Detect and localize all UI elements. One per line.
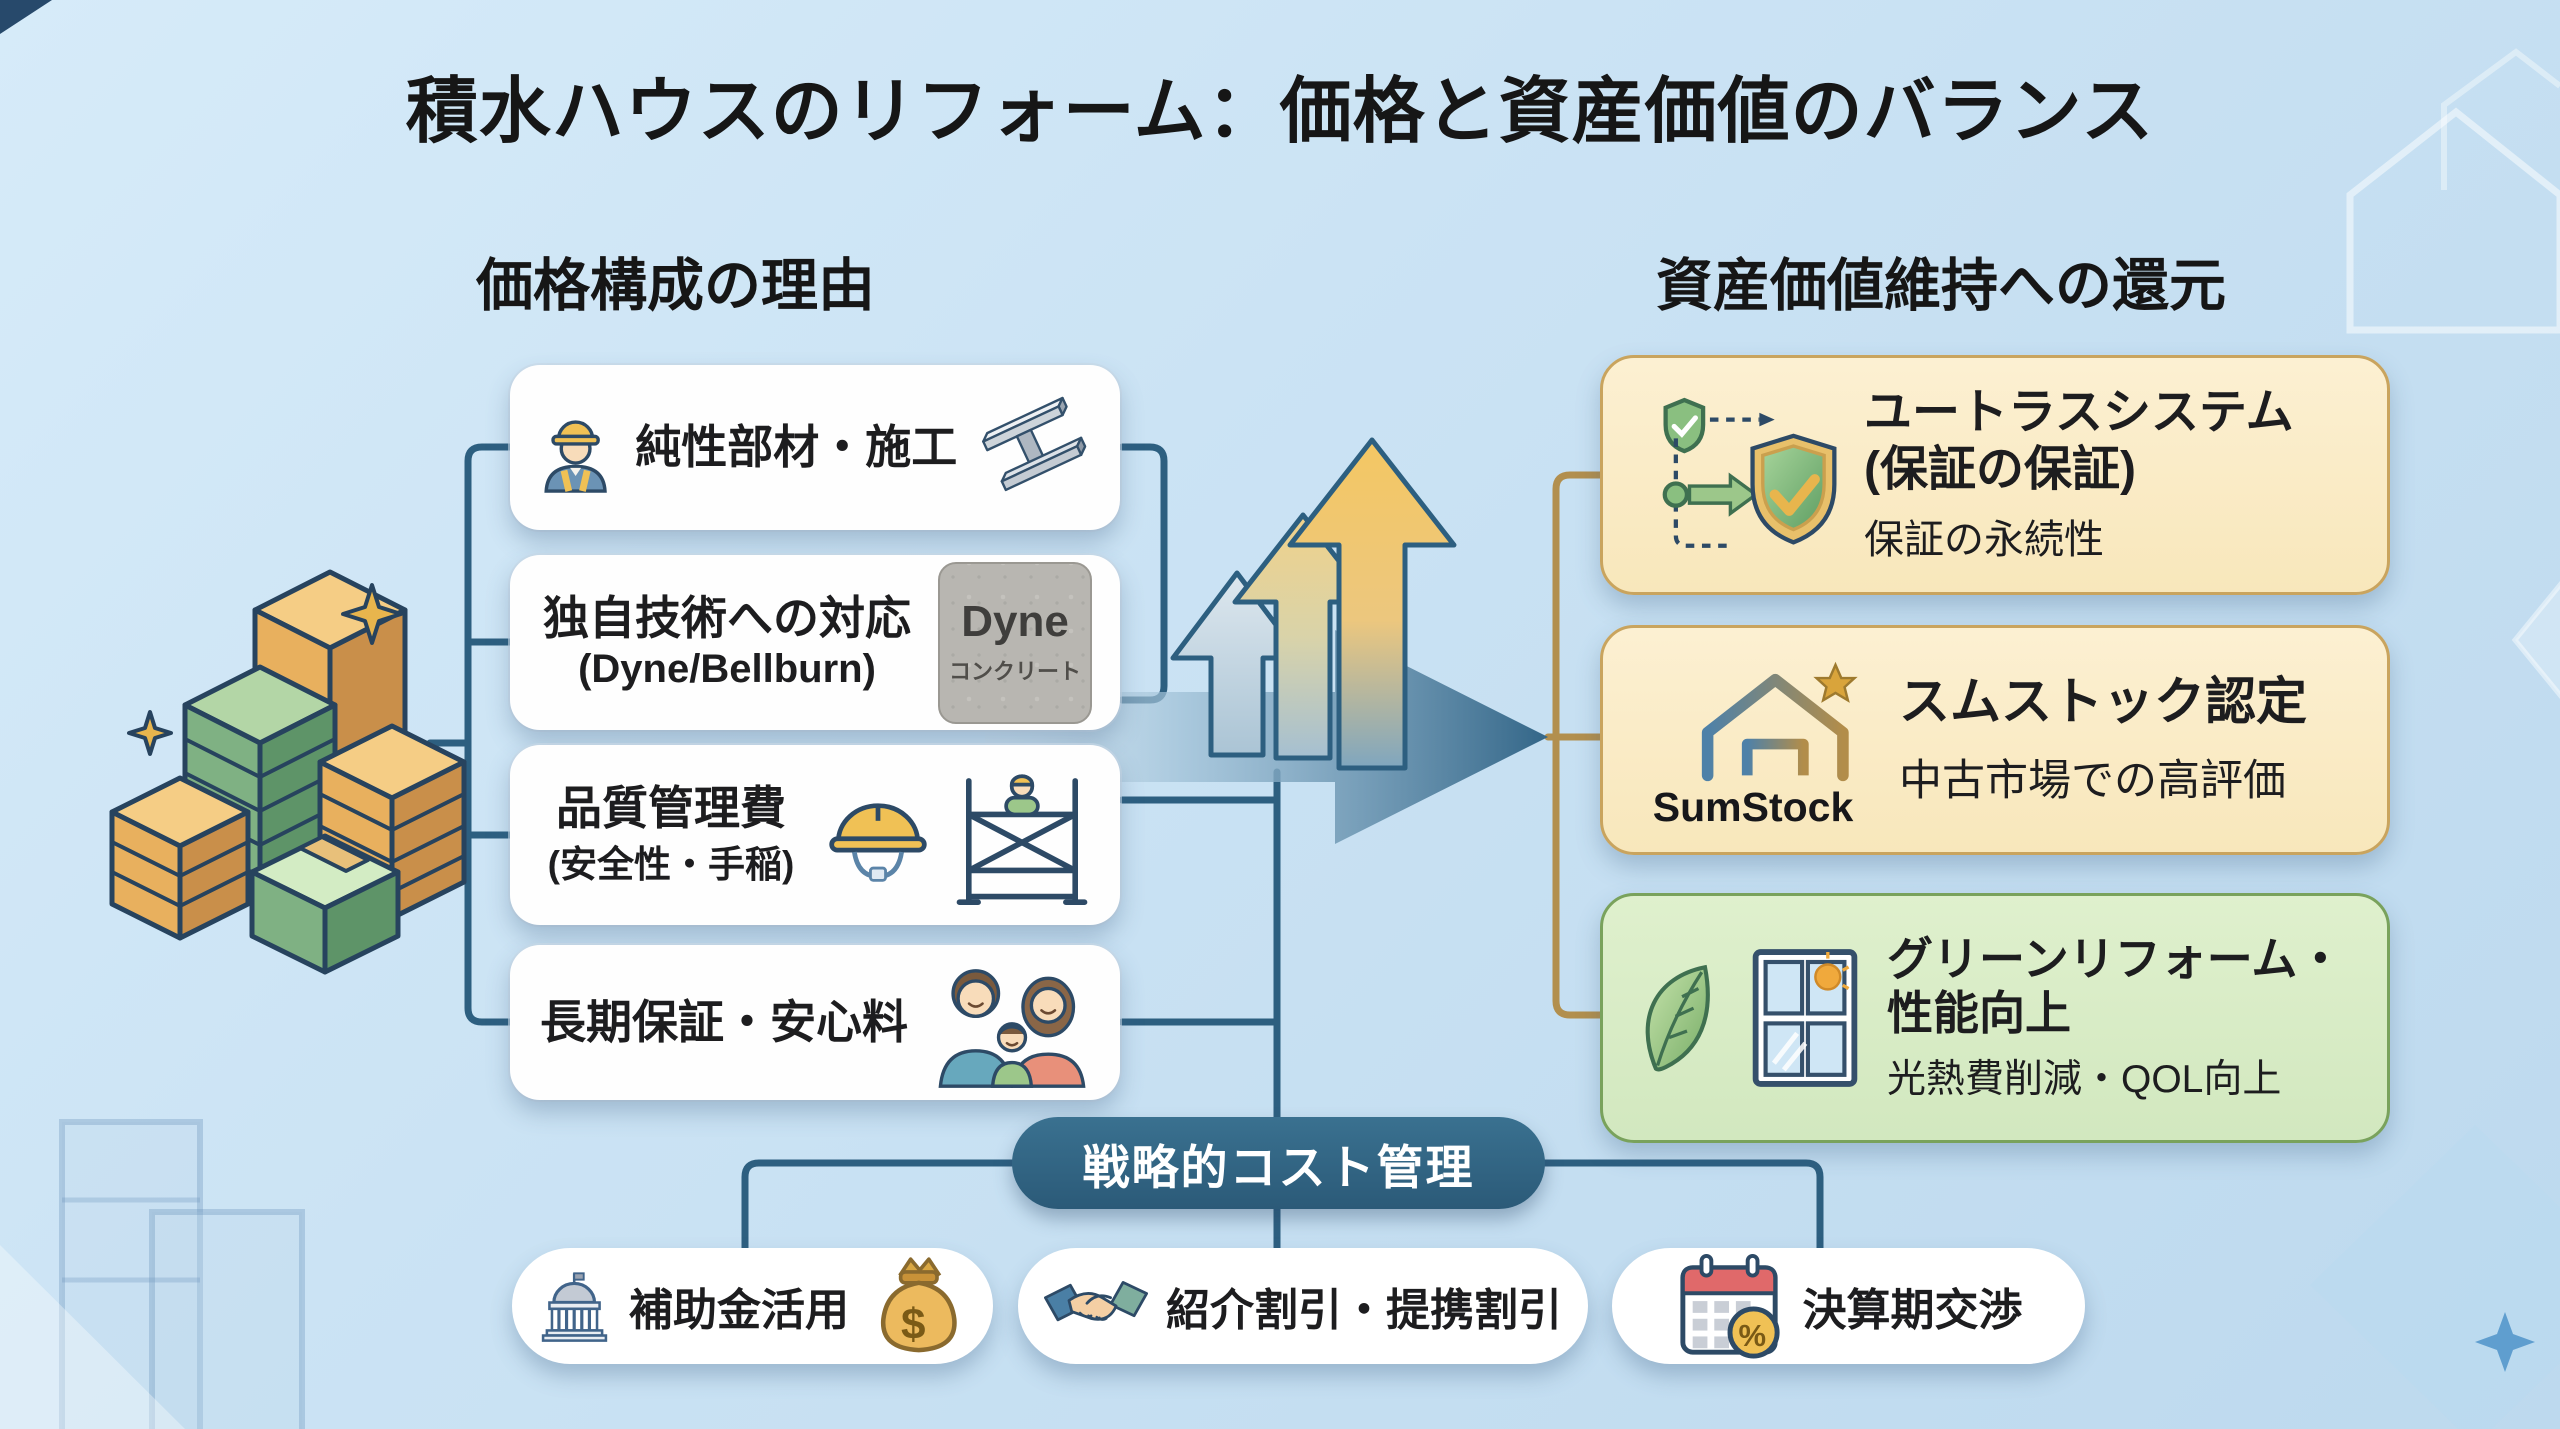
window-sun-icon [1752,949,1858,1087]
sumstock-title: スムストック認定 [1899,672,2308,730]
tactic-pill-subsidy-label: 補助金活用 [629,1286,849,1335]
tactic-pill-subsidy: 補助金活用 $ [512,1248,993,1364]
tactic-pill-referral-label: 紹介割引・提携割引 [1166,1286,1562,1335]
family-icon [938,968,1086,1088]
green-reform-subtitle: 光熱費削減・QOL向上 [1887,1058,2282,1102]
cost-box-warranty-label: 長期保証・安心料 [540,996,908,1049]
calendar-percent-symbol: % [1738,1318,1767,1353]
value-box-utrus: ユートラスシステム (保証の保証) 保証の永続性 [1600,355,2390,595]
dyne-badge-title: Dyne [961,596,1069,646]
strategic-cost-banner-label: 戦略的コスト管理 [1082,1140,1475,1194]
sumstock-logo: SumStock [1633,650,1873,831]
cost-box-technology-label: 独自技術への対応 [543,592,911,645]
tactic-pill-negotiation: % 決算期交渉 [1612,1248,2085,1364]
money-stacks-icon [109,569,467,975]
utrus-subtitle: 保証の永続性 [1864,517,2104,562]
tactic-pill-referral: 紹介割引・提携割引 [1018,1248,1588,1364]
calendar-percent-icon: % [1675,1250,1785,1362]
cost-box-technology-sublabel: (Dyne/Bellburn) [578,646,876,691]
value-box-green-reform: グリーンリフォーム・ 性能向上 光熱費削減・QOL向上 [1600,893,2390,1143]
cost-box-quality: 品質管理費 (安全性・手稲) [510,745,1120,925]
steel-beam-icon [982,396,1087,491]
cost-box-technology: 独自技術への対応 (Dyne/Bellburn) Dyne コンクリート [510,555,1120,730]
strategic-cost-banner: 戦略的コスト管理 [1012,1117,1545,1209]
scaffold-icon [956,774,1088,905]
handshake-icon [1044,1281,1148,1322]
page-title: 積水ハウスのリフォーム：価格と資産価値のバランス [405,72,2155,152]
cost-box-warranty: 長期保証・安心料 [510,945,1120,1100]
money-bag-dollar-symbol: $ [901,1300,926,1349]
leaf-icon [1645,964,1710,1072]
utrus-title: ユートラスシステム [1864,386,2294,440]
sumstock-logo-text: SumStock [1652,783,1854,830]
dyne-badge-subtitle: コンクリート [948,658,1081,684]
construction-worker-icon [544,419,607,493]
money-bag-icon: $ [867,1250,967,1362]
tactic-pill-negotiation-label: 決算期交渉 [1802,1286,2023,1335]
cost-box-materials-label: 純性部材・施工 [635,421,958,474]
shield-warranty-icon [1662,397,1837,548]
cost-box-quality-label: 品質管理費 [556,781,786,834]
value-box-sumstock: SumStock スムストック認定 中古市場での高評価 [1600,625,2390,855]
sumstock-subtitle: 中古市場での高評価 [1899,757,2286,806]
green-reform-title: グリーンリフォーム・ [1887,932,2344,985]
growth-arrows-icon [1170,437,1457,771]
sumstock-house-star-icon [1701,661,1858,781]
green-reform-title2: 性能向上 [1887,987,2071,1039]
right-section-heading: 資産価値維持への還元 [1656,254,2226,318]
dyne-concrete-badge: Dyne コンクリート [938,561,1092,724]
cost-box-materials: 純性部材・施工 [510,365,1120,530]
safety-helmet-icon [829,803,927,882]
gold-connectors [1544,471,1604,1019]
cost-box-quality-sublabel: (安全性・手稲) [547,844,795,886]
left-section-heading: 価格構成の理由 [476,254,875,318]
government-building-icon [541,1272,608,1342]
utrus-title2: (保証の保証) [1864,443,2136,496]
